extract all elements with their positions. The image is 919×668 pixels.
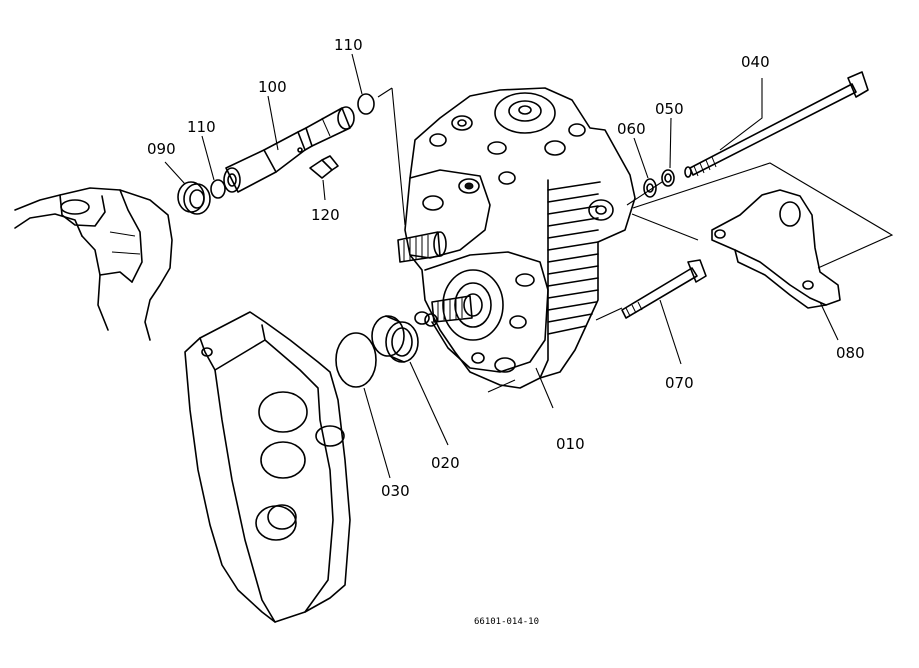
reference-lines bbox=[377, 87, 894, 393]
callout-060: 060 bbox=[617, 120, 646, 138]
transmission-housing-fragment bbox=[14, 187, 173, 341]
bearing-collar-020 bbox=[371, 315, 419, 363]
leader-100 bbox=[267, 95, 279, 151]
oil-seal-090 bbox=[177, 181, 211, 215]
callout-120: 120 bbox=[311, 206, 340, 224]
callout-020: 020 bbox=[431, 454, 460, 472]
leader-080 bbox=[819, 301, 839, 341]
callout-080: 080 bbox=[836, 344, 865, 362]
callout-110-upper: 110 bbox=[334, 36, 363, 54]
o-ring-110-upper bbox=[357, 93, 375, 115]
leader-110-left bbox=[201, 135, 215, 181]
callout-labels: 010 020 030 040 050 060 070 080 090 100 … bbox=[147, 36, 865, 500]
nut-050 bbox=[661, 169, 675, 187]
leader-040 bbox=[719, 78, 763, 151]
hst-assembly-010 bbox=[397, 87, 636, 389]
front-cover-casing bbox=[184, 311, 351, 623]
leader-060 bbox=[633, 137, 649, 179]
bolt-070 bbox=[621, 259, 707, 319]
leader-050 bbox=[669, 117, 672, 169]
callout-100: 100 bbox=[258, 78, 287, 96]
o-ring-030 bbox=[335, 332, 377, 388]
leader-110-upper bbox=[351, 53, 363, 95]
callout-090: 090 bbox=[147, 140, 176, 158]
leader-070 bbox=[659, 299, 682, 365]
callout-070: 070 bbox=[665, 374, 694, 392]
washer-060 bbox=[643, 178, 657, 198]
leader-030 bbox=[363, 387, 391, 479]
leader-120 bbox=[322, 179, 326, 201]
callout-040: 040 bbox=[741, 53, 770, 71]
callout-010: 010 bbox=[556, 435, 585, 453]
callout-030: 030 bbox=[381, 482, 410, 500]
leader-090 bbox=[164, 161, 186, 185]
o-ring-110-left bbox=[210, 179, 226, 199]
bracket-080 bbox=[711, 189, 841, 309]
long-bolt-040 bbox=[684, 71, 869, 178]
shaft-100 bbox=[223, 106, 355, 193]
callout-050: 050 bbox=[655, 100, 684, 118]
callout-110-left: 110 bbox=[187, 118, 216, 136]
leader-020 bbox=[409, 361, 449, 446]
leader-010 bbox=[535, 367, 554, 409]
callout-leaders bbox=[164, 53, 839, 479]
drawing-number: 66101-014-10 bbox=[474, 617, 539, 627]
fitting-120 bbox=[309, 155, 339, 179]
